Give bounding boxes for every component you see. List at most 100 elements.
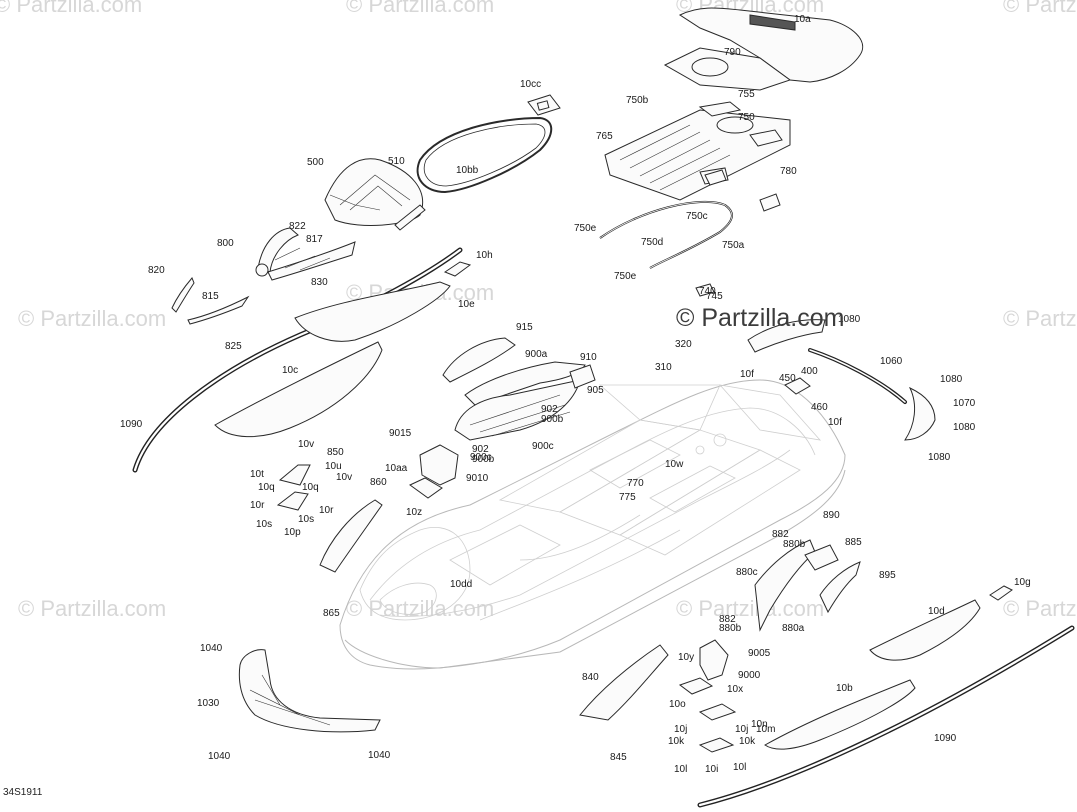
part-number-label: 500 [307,157,324,168]
part-number-label: 895 [879,570,896,581]
part-number-label: 900c [532,441,554,452]
part-number-label: 10aa [385,463,408,474]
part-number-label: 880a [782,623,805,634]
part-number-label: 900b [472,454,495,465]
watermark: © Partzilla.com [18,306,167,331]
diagram-code: 34S1911 [3,787,43,798]
trim-9000 [699,639,729,681]
bumper-1030 [238,649,381,733]
part-number-label: 880b [719,623,742,634]
part-number-label: 10a [794,14,811,25]
watermark: © Partzilla.com [346,0,495,17]
part-number-label: 320 [675,339,692,350]
side-panel-10d [869,599,981,661]
part-number-label: 882 [772,529,789,540]
part-10x [678,677,714,695]
part-number-label: 775 [619,492,636,503]
part-number-label: 10j [674,724,687,735]
part-number-label: 9010 [466,473,489,484]
trim-1080 [747,319,826,353]
part-number-label: 750e [614,271,637,282]
part-number-label: 10s [298,514,314,525]
part-number-label: 1090 [934,733,957,744]
part-number-label: 450 [779,373,796,384]
part-number-label: 740 [699,286,716,297]
part-number-label: 10e [458,299,475,310]
seal-10bb [416,116,553,194]
part-number-label: 882 [719,614,736,625]
part-9010 [419,444,459,486]
part-number-label: 10k [668,736,685,747]
trim-840 [579,644,669,721]
part-number-label: 10d [928,606,945,617]
part-number-label: 770 [627,478,644,489]
part-number-label: 817 [306,234,323,245]
part-number-label: 1090 [120,419,143,430]
part-number-label: 9005 [748,648,771,659]
part-number-label: 10u [325,461,342,472]
part-number-label: 845 [610,752,627,763]
part-number-label: 1070 [953,398,976,409]
part-number-label: 750d [641,237,663,248]
part-number-label: 10cc [520,79,541,90]
part-number-label: 880b [783,539,806,550]
part-number-label: 790 [724,47,741,58]
part-number-label: 10z [406,507,422,518]
part-number-label: 1040 [200,643,223,654]
part-number-label: 765 [596,131,613,142]
part-number-label: 865 [323,608,340,619]
side-panel-10e [294,281,451,342]
part-number-label: 750b [626,95,649,106]
part-number-label: 10f [740,369,754,380]
part-number-label: 310 [655,362,672,373]
seat-base-750 [604,101,791,201]
part-number-label: 10y [678,652,694,663]
part-number-label: 840 [582,672,599,683]
part-740 [695,283,715,297]
part-number-label: 1080 [838,314,861,325]
part-10aa [409,477,443,499]
side-panel-10c [214,341,383,438]
watermark: © Partzilla.com [1003,0,1077,17]
part-number-label: 9015 [389,428,412,439]
part-number-label: 750a [722,240,745,251]
part-number-label: 10dd [450,579,472,590]
partzilla-watermark: © Partzilla.com [676,304,845,332]
trim-820 [171,277,195,313]
part-number-label: 750c [686,211,708,222]
part-number-label: 10b [836,683,853,694]
watermark: © Partzilla.com [0,0,143,17]
part-number-label: 10n [751,719,768,730]
trim-885 [804,544,839,571]
plate-10cc-hole [536,100,550,111]
part-number-label: 1080 [940,374,963,385]
part-number-label: 850 [327,447,344,458]
part-10k [698,737,735,753]
part-number-label: 885 [845,537,862,548]
part-number-label: 750e [574,223,597,234]
front-handle-800 [255,227,356,281]
trim-815 [187,295,250,325]
part-number-label: 10m [756,724,775,735]
part-number-label: 10h [476,250,493,261]
part-number-label: 10g [1014,577,1031,588]
part-number-label: 900a [525,349,548,360]
part-number-label: 755 [738,89,755,100]
watermark: © Partzilla.com [1003,306,1077,331]
part-number-label: 10r [250,500,265,511]
part-10g [989,585,1013,601]
watermark: © Partzilla.com [1003,596,1077,621]
part-number-label: 10r [319,505,334,516]
part-number-label: 830 [311,277,328,288]
part-number-label: 10v [336,472,352,483]
part-number-label: 10t [250,469,264,480]
part-400 [784,377,811,395]
bracket-850 [278,464,311,486]
rub-rail-left-1090 [132,247,463,473]
part-number-label: 910 [580,352,597,363]
part-number-label: 1080 [928,452,951,463]
cable-750a [599,201,733,269]
bracket-780 [704,169,727,186]
